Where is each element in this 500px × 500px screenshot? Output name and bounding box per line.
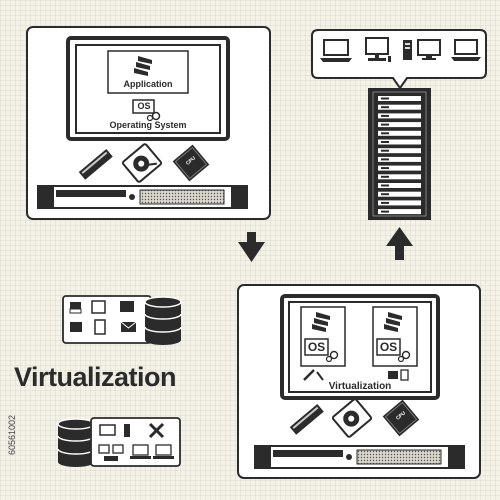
rack-slot-indicator	[381, 193, 389, 196]
database-apps-card	[62, 295, 152, 344]
watermark-id: 60561002	[7, 414, 17, 456]
rack-slot	[378, 139, 421, 145]
operating-system-label: Operating System	[109, 120, 187, 130]
os-badge	[132, 99, 161, 122]
laptop-icon	[320, 39, 352, 62]
rack-slot-indicator	[381, 184, 389, 187]
ram-icon	[78, 148, 113, 180]
database-cylinder-icon-2	[57, 418, 95, 467]
rack-slot-indicator	[381, 158, 389, 161]
rack-slot	[378, 130, 421, 136]
rack-slot	[378, 96, 421, 101]
rack-slot-indicator	[381, 175, 389, 178]
vm-right-os-label: OS	[379, 340, 398, 354]
rack-slot-indicator	[381, 114, 389, 117]
stack-icon	[134, 56, 152, 76]
virtual-machine-left	[300, 306, 346, 367]
rack-slot	[378, 148, 421, 154]
rack-server-unit-2	[254, 445, 465, 469]
rack-slot-indicator	[381, 201, 389, 204]
ram-icon-2	[289, 403, 324, 435]
network-icon	[98, 444, 124, 461]
physical-server-panel	[26, 26, 271, 220]
virtual-machine-right	[372, 306, 418, 367]
rack-slot	[378, 165, 421, 171]
rack-slot-indicator	[381, 210, 389, 213]
hard-drive-icon	[121, 143, 163, 183]
rack-slot-indicator	[381, 97, 389, 100]
rack-slot	[378, 104, 421, 110]
database-cylinder-icon	[144, 296, 182, 345]
rack-slot	[378, 122, 421, 128]
os-badge-label: OS	[137, 101, 151, 111]
rack-slots	[378, 96, 421, 215]
rack-slot-indicator	[381, 106, 389, 109]
rack-slot	[378, 174, 421, 180]
film-icon	[91, 300, 106, 314]
server-tower-icon	[403, 40, 412, 60]
rack-slot	[378, 191, 421, 197]
vm-left-os-label: OS	[307, 340, 326, 354]
rack-server-unit	[37, 185, 248, 209]
devices-speech-bubble	[311, 29, 487, 90]
rack-slot-indicator	[381, 141, 389, 143]
desktop-computer-icon	[365, 37, 391, 62]
application-window	[107, 50, 189, 94]
rack-slot-indicator	[381, 149, 389, 152]
rack-slot-indicator	[381, 123, 389, 126]
virtualized-server-panel	[237, 284, 481, 479]
cpu-chip-icon	[172, 144, 210, 182]
cpu-chip-icon-2	[382, 399, 420, 437]
rack-slot	[378, 156, 421, 162]
application-label: Application	[123, 79, 173, 89]
hard-drive-icon-2	[331, 398, 373, 438]
tools-small-icon	[303, 369, 409, 381]
folder-icon	[120, 301, 134, 312]
laptop-small-icon	[130, 444, 151, 459]
rack-slot	[378, 183, 421, 188]
virtualization-inner-label: Virtualization	[328, 381, 392, 392]
rack-slot	[378, 200, 421, 206]
rack-slot-indicator	[381, 167, 389, 170]
printer-icon	[70, 302, 81, 309]
arrow-up-icon	[386, 227, 413, 260]
server-rack-icon	[368, 88, 431, 220]
fax-icon	[70, 322, 82, 332]
monitor-small-icon	[417, 39, 441, 60]
main-title: Virtualization	[14, 362, 177, 392]
document-icon	[94, 319, 106, 335]
database-devices-card	[90, 417, 181, 467]
tools-icon	[148, 422, 165, 439]
monitor-small-icon	[99, 424, 116, 436]
laptop-icon-2	[451, 39, 481, 61]
mail-icon	[120, 321, 137, 332]
rack-slot-indicator	[381, 132, 389, 135]
arrow-down-icon	[238, 232, 265, 262]
rack-slot	[378, 113, 421, 119]
laptop-small-icon-2	[153, 444, 174, 459]
rack-slot	[378, 209, 421, 215]
tower-icon	[124, 424, 130, 437]
